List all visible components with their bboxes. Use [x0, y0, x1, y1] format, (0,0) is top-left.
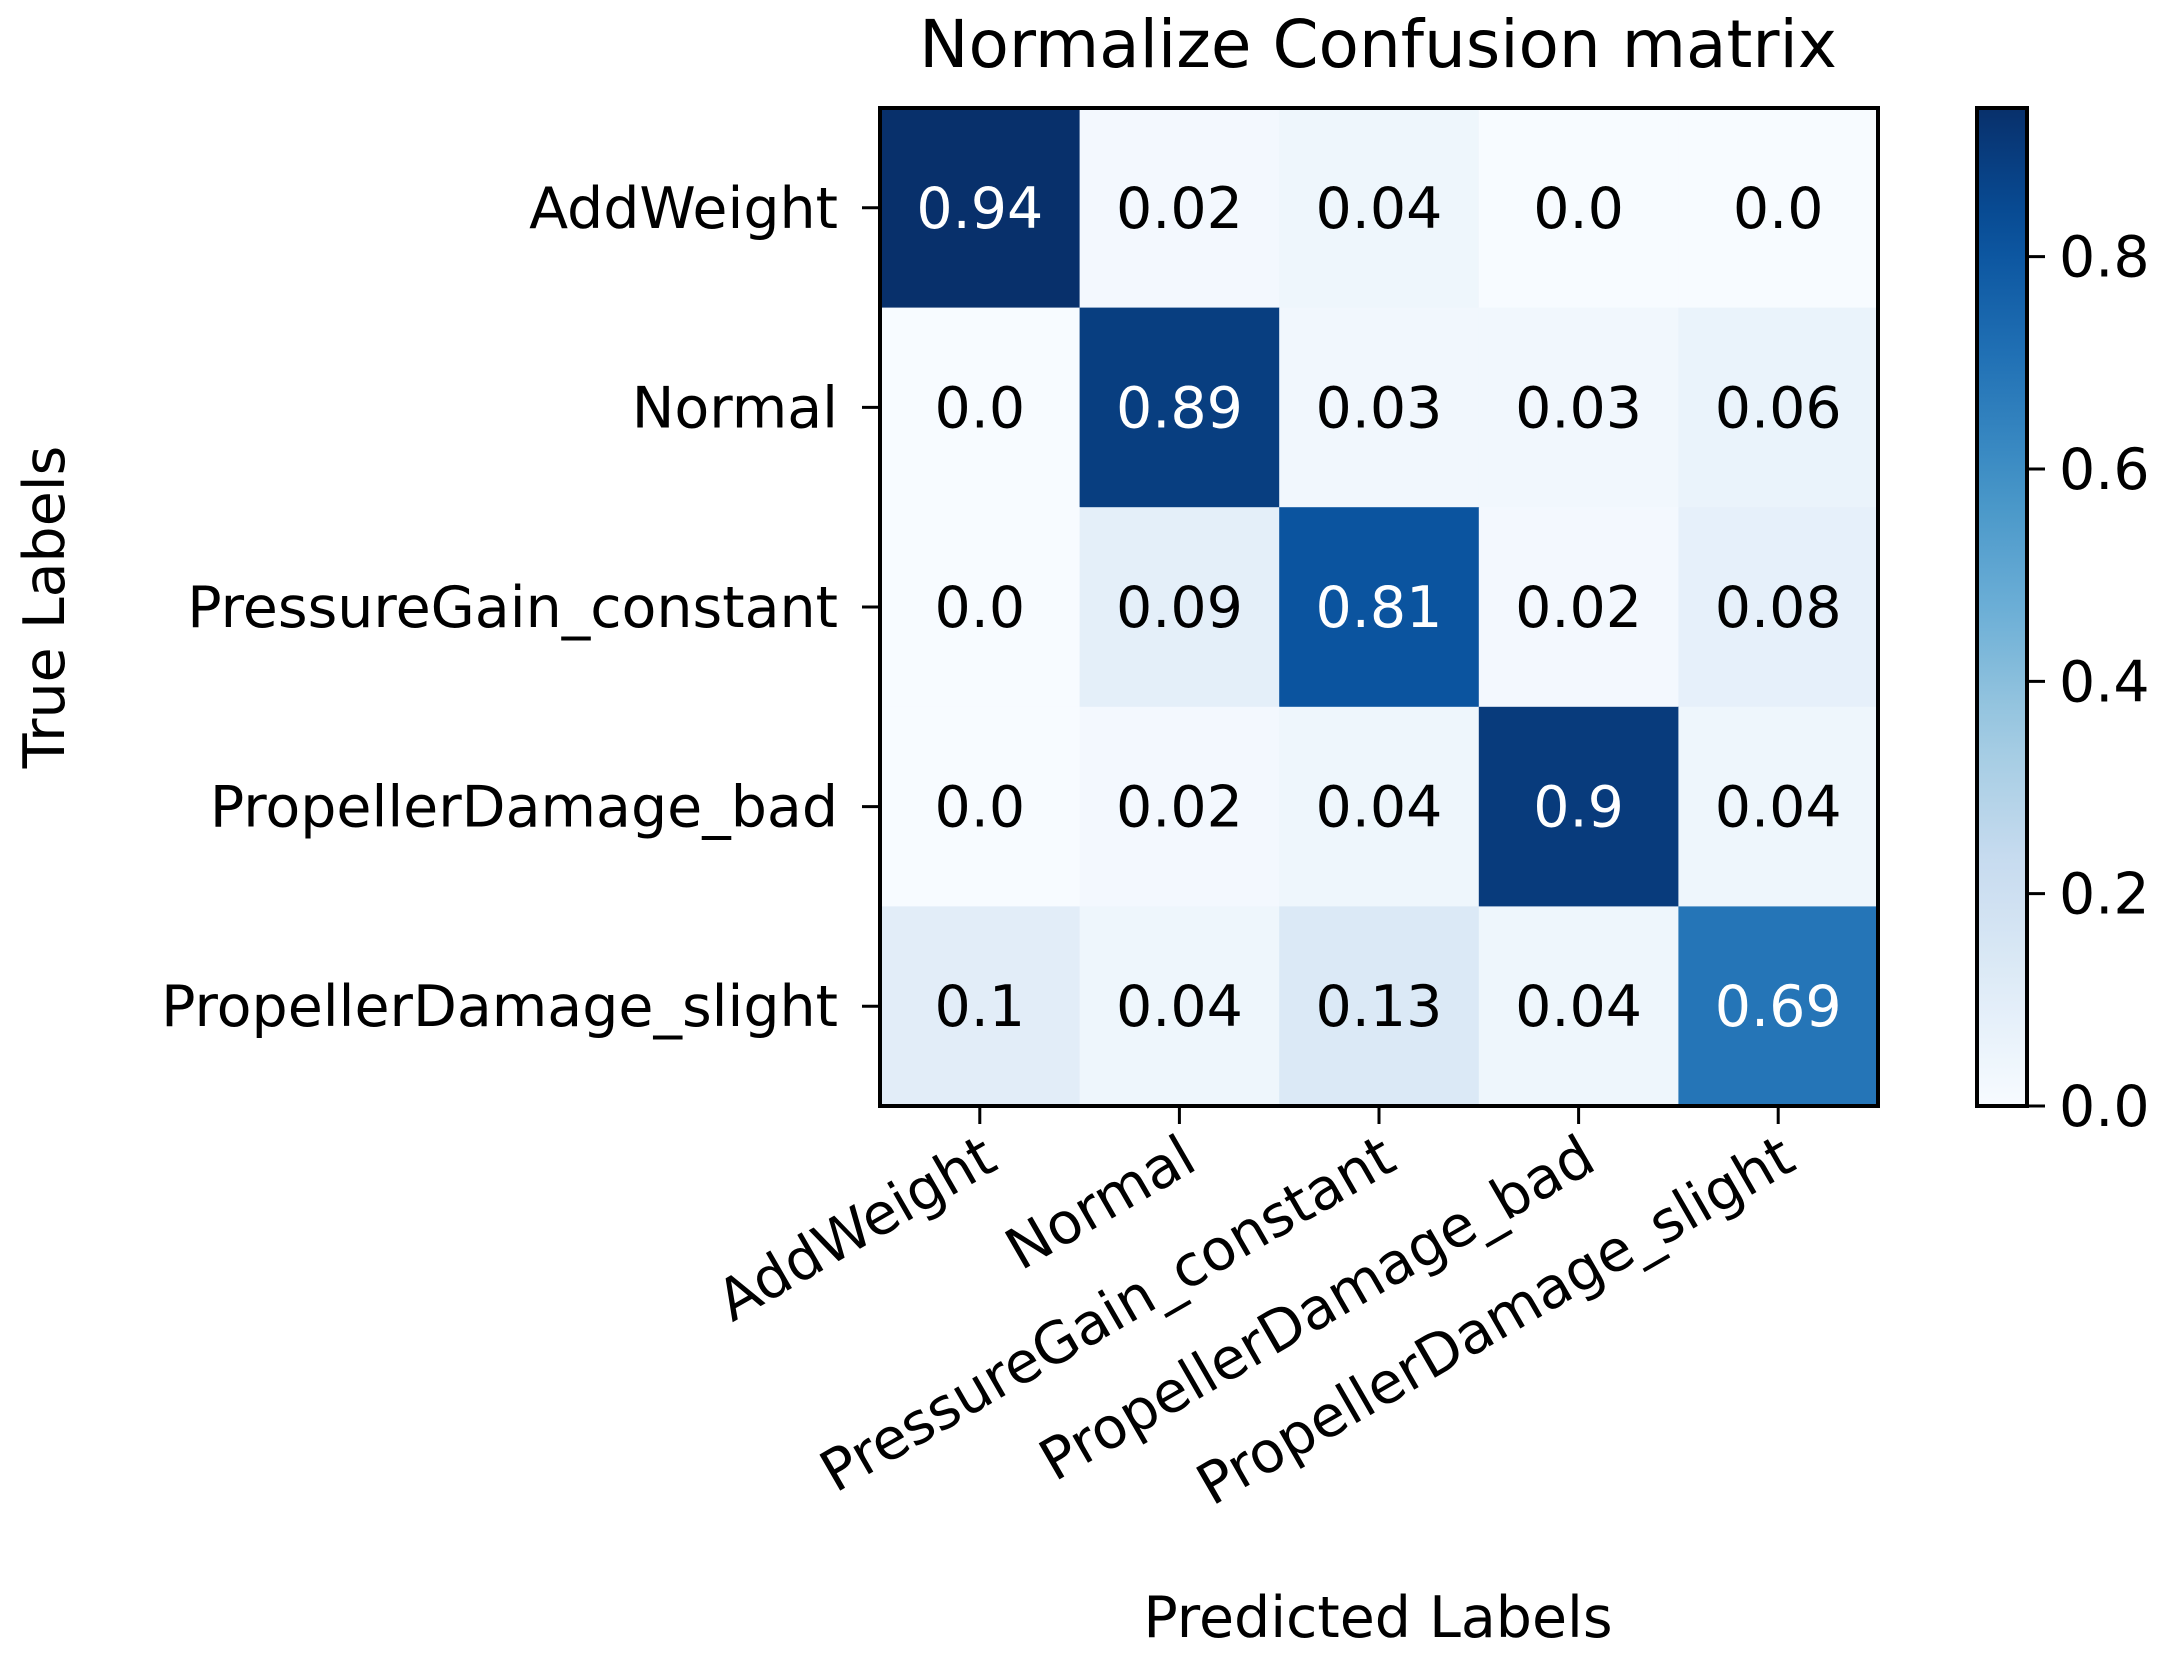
- x-axis-label: Predicted Labels: [1143, 1585, 1612, 1651]
- y-axis-label: True Labels: [12, 446, 78, 770]
- cell-value-label: 0.02: [1116, 176, 1243, 242]
- cell-value-label: 0.0: [934, 775, 1025, 841]
- heatmap-cell: [1678, 706, 1879, 907]
- colorbar-ticks: 0.0 0.2 0.4 0.6 0.8: [2027, 225, 2150, 1140]
- y-axis: AddWeightNormalPressureGain_constantProp…: [161, 176, 880, 1040]
- cell-value-label: 0.1: [934, 974, 1025, 1040]
- cell-value-label: 0.0: [934, 575, 1025, 641]
- heatmap-cell: [1478, 706, 1679, 907]
- cell-value-label: 0.03: [1316, 375, 1443, 441]
- cell-value-label: 0.94: [916, 176, 1043, 242]
- heatmap-cell: [880, 108, 1081, 309]
- colorbar-tick-label: 0.2: [2059, 862, 2150, 928]
- heatmap-cell: [1478, 108, 1679, 309]
- chart-title: Normalize Confusion matrix: [919, 6, 1837, 83]
- heatmap-cell: [1678, 507, 1879, 708]
- heatmap-cell: [880, 906, 1081, 1107]
- heatmap-cell: [880, 307, 1081, 508]
- heatmap-cell: [1478, 906, 1679, 1107]
- heatmap-cells: [880, 108, 1879, 1107]
- cell-value-label: 0.13: [1316, 974, 1443, 1040]
- colorbar-tick-label: 0.6: [2059, 437, 2150, 503]
- heatmap-cell: [880, 507, 1081, 708]
- heatmap-cell: [880, 706, 1081, 907]
- colorbar-tick-label: 0.4: [2059, 649, 2150, 715]
- cell-value-label: 0.0: [934, 375, 1025, 441]
- cell-value-label: 0.0: [1533, 176, 1624, 242]
- y-tick-label: PropellerDamage_slight: [161, 974, 838, 1040]
- heatmap-cell: [1478, 307, 1679, 508]
- heatmap-cell-labels: 0.94 0.02 0.04 0.0 0.0 0.0 0.89 0.03 0.03 0.06 0.0…: [916, 176, 1841, 1040]
- y-tick-label: PressureGain_constant: [187, 575, 838, 641]
- heatmap-cell: [1279, 108, 1480, 309]
- heatmap-cell: [1279, 906, 1480, 1107]
- cell-value-label: 0.06: [1715, 375, 1842, 441]
- cell-value-label: 0.69: [1715, 974, 1842, 1040]
- cell-value-label: 0.04: [1715, 775, 1842, 841]
- colorbar-tick-label: 0.0: [2059, 1074, 2150, 1140]
- heatmap-cell: [1079, 307, 1280, 508]
- cell-value-label: 0.81: [1316, 575, 1443, 641]
- cell-value-label: 0.09: [1116, 575, 1243, 641]
- cell-value-label: 0.04: [1316, 775, 1443, 841]
- colorbar-tick-label: 0.8: [2059, 225, 2150, 291]
- cell-value-label: 0.0: [1733, 176, 1824, 242]
- heatmap-cell: [1079, 507, 1280, 708]
- cell-value-label: 0.04: [1116, 974, 1243, 1040]
- heatmap-cell: [1079, 906, 1280, 1107]
- cell-value-label: 0.03: [1515, 375, 1642, 441]
- y-tick-label: PropellerDamage_bad: [210, 775, 838, 841]
- cell-value-label: 0.02: [1116, 775, 1243, 841]
- heatmap-cell: [1678, 108, 1879, 309]
- heatmap-cell: [1279, 706, 1480, 907]
- y-tick-label: Normal: [632, 375, 838, 441]
- heatmap-cell: [1079, 108, 1280, 309]
- heatmap-cell: [1279, 307, 1480, 508]
- cell-value-label: 0.9: [1533, 775, 1624, 841]
- cell-value-label: 0.08: [1715, 575, 1842, 641]
- heatmap-cell: [1678, 307, 1879, 508]
- cell-value-label: 0.04: [1515, 974, 1642, 1040]
- y-tick-label: AddWeight: [529, 176, 838, 242]
- heatmap-cell: [1279, 507, 1480, 708]
- cell-value-label: 0.02: [1515, 575, 1642, 641]
- colorbar: [1975, 106, 2029, 1108]
- heatmap-cell: [1678, 906, 1879, 1107]
- heatmap-cell: [1079, 706, 1280, 907]
- cell-value-label: 0.89: [1116, 375, 1243, 441]
- heatmap-cell: [1478, 507, 1679, 708]
- cell-value-label: 0.04: [1316, 176, 1443, 242]
